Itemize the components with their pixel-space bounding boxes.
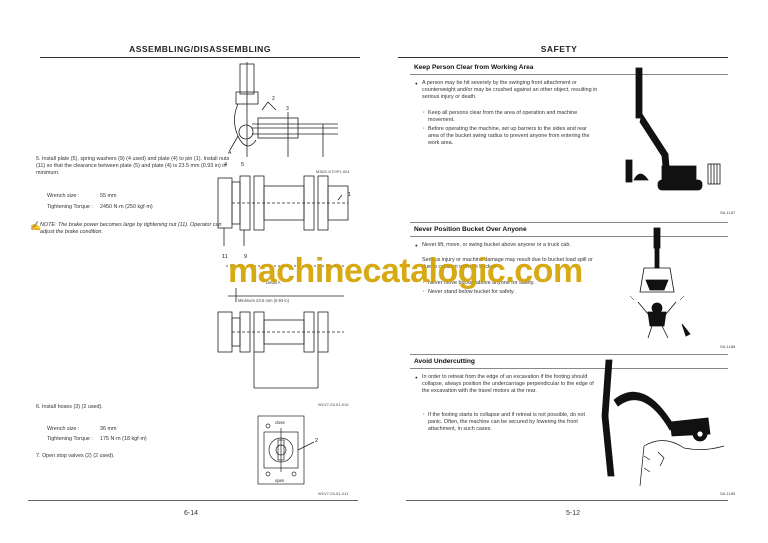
sec1-dot2: Before operating the machine, set up bar…: [423, 126, 598, 147]
callout-9: 9: [244, 254, 247, 260]
note-text: The brake power becomes large by tighten…: [40, 222, 222, 235]
valve-open-label: open: [275, 478, 285, 483]
section-never-position-bucket-title: Never Position Bucket Over Anyone: [414, 226, 527, 233]
sec2-bullet: Never lift, move, or swing bucket above …: [415, 242, 598, 249]
callout-1: 1: [348, 192, 351, 198]
valve-callout-2: 2: [315, 438, 318, 444]
section-avoid-undercutting-title: Avoid Undercutting: [414, 358, 475, 365]
section-keep-person-clear-title: Keep Person Clear from Working Area: [414, 64, 534, 71]
sec1-dot1: Keep all persons clear from the area of …: [423, 110, 598, 124]
right-page-number: 5-12: [566, 510, 581, 517]
detail-a-label: Detail A: [266, 280, 281, 285]
left-footer-rule: [28, 500, 358, 501]
left-page-number: 6-14: [184, 510, 199, 517]
wrench-size-value: 55 mm: [100, 193, 117, 199]
note-block: NOTE: The brake power becomes large by t…: [40, 222, 236, 236]
torque-label-2: Tightening Torque :: [47, 436, 93, 442]
sec3-fig-caption: SA-1189: [720, 491, 736, 496]
section2-rule: [410, 236, 728, 237]
sec1-bullet: A person may be hit severely by the swin…: [415, 80, 598, 101]
sec3-dot1: If the footing starts to collapse and if…: [423, 412, 598, 433]
valve-close-label: close: [275, 420, 285, 425]
step7-text: 7. Open stop valves (2) (2 used).: [36, 453, 115, 459]
right-page: SAFETY Keep Person Clear from Working Ar…: [384, 0, 768, 543]
note-icon: ✍: [30, 221, 42, 231]
step5-text: 5. Install plate (5), spring washers (9)…: [36, 156, 230, 176]
sec1-fig-caption: SA-1187: [720, 210, 736, 215]
fig3-caption: W1V7-03-01-011: [318, 491, 349, 496]
callout-5: 5: [241, 162, 244, 168]
section2-top-rule: [410, 222, 728, 223]
callout-3: 3: [286, 106, 289, 112]
sec2-dot1: Never move bucket above anyone for safet…: [423, 280, 598, 287]
right-footer-rule: [406, 500, 728, 501]
torque-value-2: 175 N·m (18 kgf·m): [100, 436, 147, 442]
figure-stop-valve: close open 2: [257, 415, 318, 485]
callout-11: 11: [222, 254, 228, 260]
figure-undercutting: [601, 359, 725, 487]
callout-4: 4: [224, 162, 227, 168]
torque-value: 2450 N·m (250 kgf·m): [100, 204, 153, 210]
callout-2: 2: [272, 96, 275, 102]
right-page-header: SAFETY: [540, 44, 578, 54]
note-prefix: NOTE:: [40, 222, 57, 228]
callout-a: A: [228, 150, 232, 156]
watermark-text: machinecatalogic.com: [228, 252, 583, 290]
step6-text: 6. Install hoses (3) (2 used).: [36, 404, 103, 410]
minimum-clearance-label: Minimum 23.5 mm (0.93 in): [238, 298, 290, 303]
right-header-rule: [398, 57, 728, 58]
fig1-caption: M3DE-KTOP1-024: [316, 169, 350, 174]
wrench-size-label-2: Wrench size :: [47, 426, 80, 432]
wrench-size-label: Wrench size :: [47, 193, 80, 199]
torque-label: Tightening Torque :: [47, 204, 93, 210]
section3-top-rule: [410, 354, 728, 355]
figure-swing-radius: [625, 67, 721, 191]
sec3-bullet: In order to retreat from the edge of an …: [415, 374, 598, 395]
figure-pin-cross-section: 4 5 1 11 9 Detail A Minimum 23.5 mm (0.9…: [217, 162, 351, 389]
left-page: ASSEMBLING/DISASSEMBLING 2 3 A M3DE-KTOP…: [28, 44, 360, 517]
fig2-caption: W1V7-03-01-010: [318, 402, 349, 407]
sec2-dot2: Never stand below bucket for safety.: [423, 289, 598, 296]
figure-pin-assembly-top: 2 3 A: [228, 62, 338, 157]
section3-rule: [410, 368, 728, 369]
wrench-size-value-2: 36 mm: [100, 426, 117, 432]
left-page-header: ASSEMBLING/DISASSEMBLING: [129, 44, 271, 54]
section1-rule: [410, 74, 728, 75]
figure-bucket-over-person: [629, 227, 691, 339]
sec2-fig-caption: SA-1188: [720, 344, 736, 349]
left-header-rule: [40, 57, 360, 58]
sec2-bullet-cont: Serious injury or machine damage may res…: [422, 257, 593, 270]
